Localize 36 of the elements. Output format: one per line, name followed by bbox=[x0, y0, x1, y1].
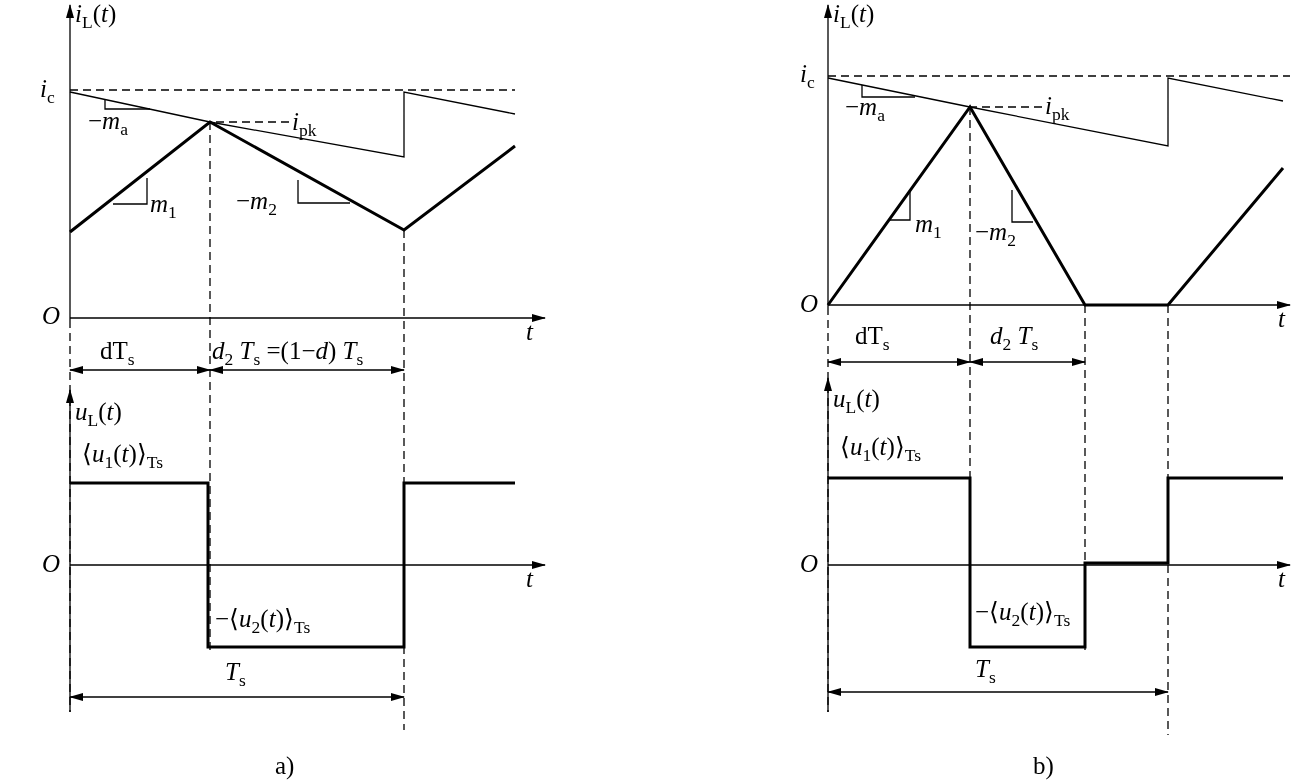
math-label: u$_{L}$(t) bbox=[833, 385, 880, 418]
math-label: t bbox=[1278, 565, 1285, 593]
leader-line bbox=[209, 121, 290, 123]
math-label: −m$_{a}$ bbox=[88, 107, 128, 140]
math-label: t bbox=[526, 565, 533, 593]
math-label: ⟨u$_{1}$(t)⟩$_{Ts}$ bbox=[840, 433, 922, 466]
math-label: −m$_{a}$ bbox=[845, 93, 885, 126]
math-label: O bbox=[42, 550, 61, 578]
math-label: t bbox=[1278, 305, 1285, 333]
math-label: −⟨u$_{2}$(t)⟩$_{Ts}$ bbox=[215, 605, 311, 638]
math-label: i$_{c}$ bbox=[40, 75, 55, 108]
math-label: t bbox=[526, 318, 533, 346]
math-label: dT$_{s}$ bbox=[855, 322, 890, 355]
math-label: m$_{1}$ bbox=[915, 210, 942, 243]
math-label: O bbox=[800, 290, 819, 318]
panel-caption: a) bbox=[275, 752, 295, 780]
leader-label: i$_{pk}$ bbox=[1045, 92, 1070, 125]
math-label: i$_{c}$ bbox=[800, 60, 815, 93]
panel-caption: b) bbox=[1033, 752, 1054, 780]
math-label: i$_{L}$(t) bbox=[833, 0, 875, 33]
math-label: O bbox=[800, 550, 819, 578]
math-label: −m$_{2}$ bbox=[236, 187, 277, 220]
math-label: T$_{s}$ bbox=[975, 655, 996, 688]
math-label: dT$_{s}$ bbox=[100, 337, 135, 370]
math-label: d$_{2}$ T$_{s}$ bbox=[990, 322, 1039, 355]
math-label: −m$_{2}$ bbox=[975, 218, 1016, 251]
leader-line bbox=[969, 106, 1043, 108]
math-label: d$_{2}$ T$_{s}$ =(1−d) T$_{s}$ bbox=[212, 337, 364, 370]
leader-label: i$_{pk}$ bbox=[292, 108, 317, 141]
math-label: O bbox=[42, 302, 61, 330]
math-label: m$_{1}$ bbox=[150, 190, 177, 223]
math-label: T$_{s}$ bbox=[225, 658, 246, 691]
math-label: u$_{L}$(t) bbox=[75, 398, 122, 431]
math-label: −⟨u$_{2}$(t)⟩$_{Ts}$ bbox=[975, 598, 1071, 631]
math-label: ⟨u$_{1}$(t)⟩$_{Ts}$ bbox=[82, 440, 164, 473]
math-label: i$_{L}$(t) bbox=[75, 0, 117, 33]
